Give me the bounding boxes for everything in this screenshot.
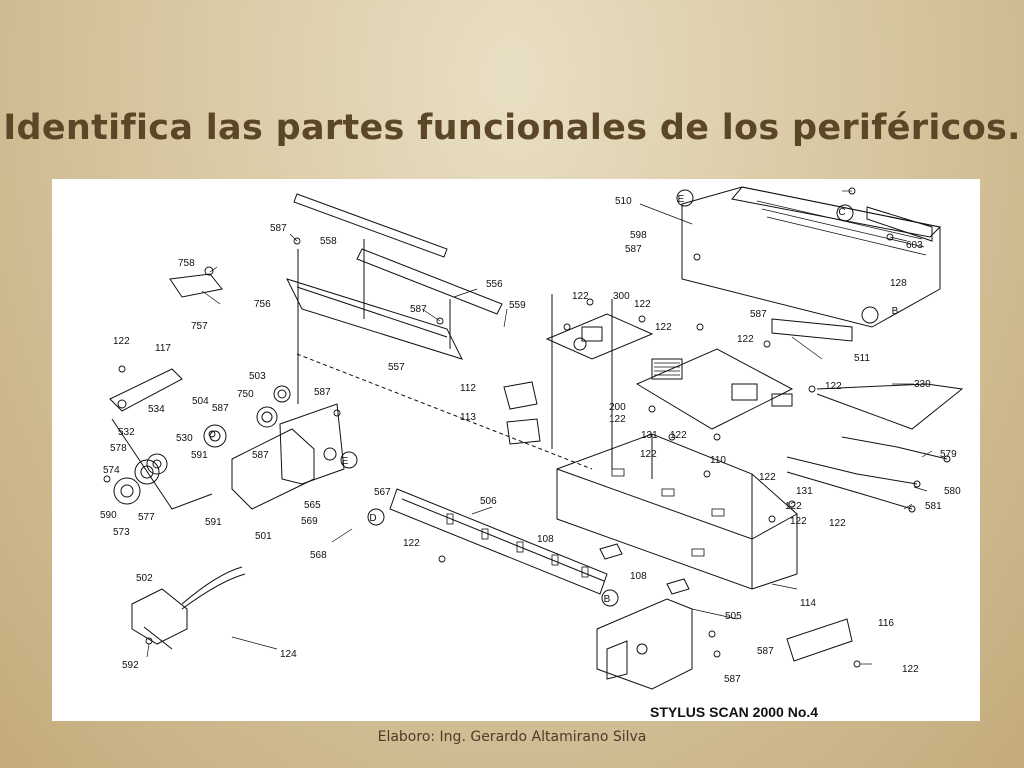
part-label: 587 [625, 244, 642, 255]
slide-title: Identifica las partes funcionales de los… [3, 108, 1021, 148]
part-label: B [892, 306, 899, 317]
part-label: 300 [613, 291, 630, 302]
part-label: 558 [320, 236, 337, 247]
part-label: 565 [304, 500, 321, 511]
part-label: 758 [178, 258, 195, 269]
part-label: 591 [191, 450, 208, 461]
part-label: D [369, 513, 376, 524]
part-label: 122 [737, 334, 754, 345]
part-label: 598 [630, 230, 647, 241]
part-label: 587 [750, 309, 767, 320]
part-label: 200 [609, 402, 626, 413]
part-label: 122 [785, 501, 802, 512]
part-label: 757 [191, 321, 208, 332]
part-label: 506 [480, 496, 497, 507]
exploded-parts-diagram: 587 558 758 756 757 556 587 559 557 122 117 503 750 5… [52, 179, 980, 721]
part-label: 510 [615, 196, 632, 207]
part-label: 124 [280, 649, 297, 660]
part-label: 756 [254, 299, 271, 310]
part-label: 587 [270, 223, 287, 234]
part-label: 587 [314, 387, 331, 398]
part-label: 579 [940, 449, 957, 460]
part-label: 117 [155, 343, 171, 354]
part-label: 591 [205, 517, 222, 528]
part-label: 501 [255, 531, 272, 542]
diagram-line-art [103, 186, 964, 690]
part-label: 504 [192, 396, 209, 407]
part-label: 122 [790, 516, 807, 527]
part-label: 114 [800, 598, 816, 609]
part-label: 511 [854, 353, 870, 364]
part-label: 556 [486, 279, 503, 290]
part-label: 587 [252, 450, 269, 461]
part-label: 587 [757, 646, 774, 657]
part-label: 573 [113, 527, 130, 538]
part-label: B [604, 594, 611, 605]
part-label: E [678, 194, 685, 205]
part-label: 122 [825, 381, 842, 392]
part-label: 567 [374, 487, 391, 498]
part-label: 112 [460, 383, 476, 394]
part-label: 505 [725, 611, 742, 622]
part-label: 122 [609, 414, 626, 425]
part-label: 574 [103, 465, 120, 476]
part-label: 603 [906, 240, 923, 251]
part-label: 122 [829, 518, 846, 529]
part-label: 131 [796, 486, 813, 497]
part-label: 592 [122, 660, 139, 671]
part-label: 534 [148, 404, 165, 415]
part-label: 122 [655, 322, 672, 333]
diagram-canvas: 587 558 758 756 757 556 587 559 557 122 117 503 750 5… [100, 186, 964, 720]
part-label: 131 [641, 430, 658, 441]
part-label: 122 [403, 538, 420, 549]
part-label: 122 [634, 299, 651, 310]
part-label: 577 [138, 512, 155, 523]
part-label: 587 [410, 304, 427, 315]
part-label: 122 [902, 664, 919, 675]
part-label: 128 [890, 278, 907, 289]
part-label: 502 [136, 573, 153, 584]
part-label: 578 [110, 443, 127, 454]
part-label: 581 [925, 501, 942, 512]
part-label: 110 [710, 455, 726, 466]
footer-credit: Elaboro: Ing. Gerardo Altamirano Silva [377, 729, 647, 745]
part-label: C [838, 207, 845, 218]
part-label: 122 [670, 430, 687, 441]
part-label: E [342, 456, 349, 467]
part-label: 590 [100, 510, 117, 521]
part-label: 587 [724, 674, 741, 685]
part-label: 122 [759, 472, 776, 483]
part-number-labels: 587 558 758 756 757 556 587 559 557 122 117 503 750 5… [100, 194, 961, 685]
part-label: 530 [176, 433, 193, 444]
part-label: 503 [249, 371, 266, 382]
part-label: 108 [630, 571, 647, 582]
part-label: 587 [212, 403, 229, 414]
part-label: 116 [878, 618, 894, 629]
part-label: 557 [388, 362, 405, 373]
part-label: 559 [509, 300, 526, 311]
part-label: 750 [237, 389, 254, 400]
part-label: 532 [118, 427, 135, 438]
diagram-caption: STYLUS SCAN 2000 No.4 [650, 704, 818, 720]
part-label: 122 [113, 336, 130, 347]
part-label: 330 [914, 379, 931, 390]
part-label: 580 [944, 486, 961, 497]
part-label: 108 [537, 534, 554, 545]
part-label: 122 [640, 449, 657, 460]
part-label: 113 [460, 412, 476, 423]
part-label: 122 [572, 291, 589, 302]
part-label: 568 [310, 550, 327, 561]
part-label: 569 [301, 516, 318, 527]
